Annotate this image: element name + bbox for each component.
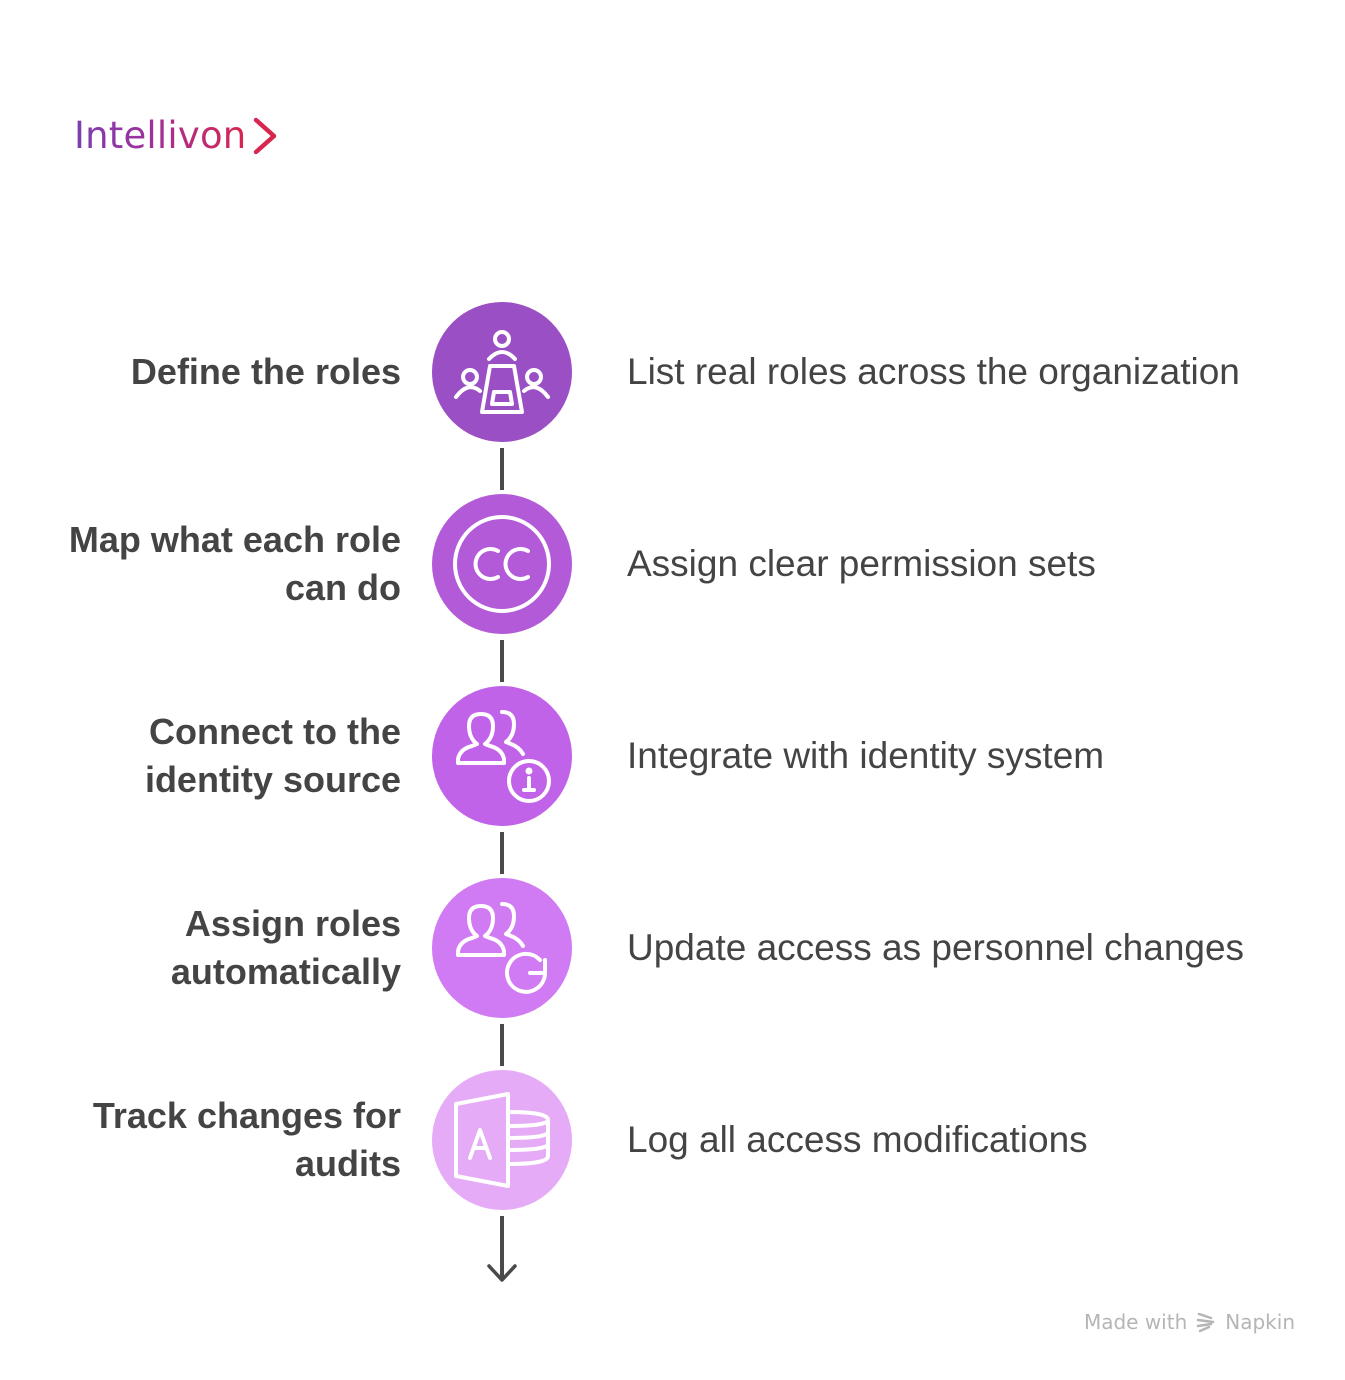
step-circle-3 [432, 686, 572, 826]
access-database-icon [454, 1092, 550, 1188]
step-description: Assign clear permission sets [627, 543, 1096, 584]
step-description: Log all access modifications [627, 1119, 1088, 1160]
connector-line [500, 1024, 504, 1066]
meeting-table-icon [454, 330, 550, 414]
connector-line [500, 448, 504, 490]
connector-line [500, 832, 504, 874]
napkin-brand: Napkin [1225, 1310, 1295, 1334]
step-circle-5 [432, 1070, 572, 1210]
brand-name: Intellivon [74, 114, 247, 157]
step-description: List real roles across the organization [627, 351, 1240, 392]
cc-circle-icon [453, 515, 551, 613]
step-title: Assign roles automatically [170, 903, 401, 992]
made-with-napkin[interactable]: Made with Napkin [1084, 1310, 1295, 1334]
step-title: Connect to the identity source [144, 711, 401, 800]
napkin-logo-icon [1197, 1312, 1215, 1333]
users-refresh-icon [456, 902, 547, 994]
connector-line [500, 640, 504, 682]
step-description: Integrate with identity system [627, 735, 1105, 776]
step-circle-1 [432, 302, 572, 442]
step-title: Define the roles [130, 351, 401, 392]
step-title: Map what each role can do [68, 519, 401, 608]
step-title: Track changes for audits [92, 1095, 401, 1184]
step-circle-4 [432, 878, 572, 1018]
step-circle-2 [432, 494, 572, 634]
arrow-down-icon [487, 1264, 517, 1282]
connector-line [500, 1216, 504, 1278]
users-info-icon [456, 710, 551, 803]
made-with-label: Made with [1083, 1310, 1188, 1334]
chevron-right-icon [254, 117, 277, 154]
step-description: Update access as personnel changes [627, 927, 1245, 968]
brand-logo: Intellivon [74, 114, 280, 157]
